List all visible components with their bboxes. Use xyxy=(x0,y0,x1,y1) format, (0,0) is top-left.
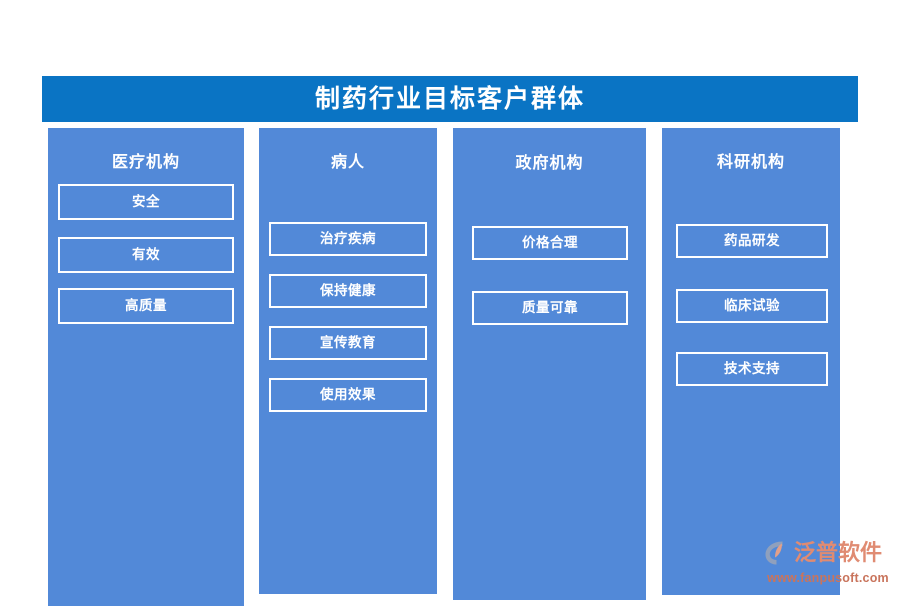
item-label: 保持健康 xyxy=(320,283,376,299)
item-box[interactable]: 高质量 xyxy=(58,288,234,324)
item-label: 临床试验 xyxy=(724,298,780,314)
column-title: 政府机构 xyxy=(515,155,584,172)
column-title: 医疗机构 xyxy=(111,154,180,171)
column-patients: 病人 治疗疾病 保持健康 宣传教育 使用效果 xyxy=(259,128,437,594)
item-label: 技术支持 xyxy=(724,361,780,377)
item-box[interactable]: 技术支持 xyxy=(676,352,828,386)
item-box[interactable]: 质量可靠 xyxy=(472,291,628,325)
item-label: 药品研发 xyxy=(724,233,780,249)
watermark-url: www.fanpusoft.com xyxy=(767,571,889,585)
item-label: 价格合理 xyxy=(522,235,578,251)
diagram-root: 制药行业目标客户群体 医疗机构 安全 有效 高质量 病人 治疗疾病 保持健康 xyxy=(42,76,858,606)
watermark-logo: 泛普软件 www.fanpusoft.com xyxy=(762,536,894,592)
item-box[interactable]: 治疗疾病 xyxy=(269,222,427,256)
item-box[interactable]: 价格合理 xyxy=(472,226,628,260)
watermark-brand-row: 泛普软件 xyxy=(762,536,894,570)
column-government-agencies: 政府机构 价格合理 质量可靠 xyxy=(453,128,646,600)
item-label: 治疗疾病 xyxy=(320,231,376,247)
watermark-brand-name: 泛普软件 xyxy=(794,540,883,565)
item-label: 安全 xyxy=(132,194,160,210)
column-title: 病人 xyxy=(330,154,365,171)
column-title: 科研机构 xyxy=(716,154,785,171)
item-box[interactable]: 临床试验 xyxy=(676,289,828,323)
item-box[interactable]: 安全 xyxy=(58,184,234,220)
item-label: 宣传教育 xyxy=(320,335,376,351)
item-label: 高质量 xyxy=(125,298,167,314)
item-box[interactable]: 保持健康 xyxy=(269,274,427,308)
item-box[interactable]: 使用效果 xyxy=(269,378,427,412)
item-box[interactable]: 有效 xyxy=(58,237,234,273)
item-label: 使用效果 xyxy=(320,387,376,403)
item-label: 质量可靠 xyxy=(522,300,578,316)
diagram-title-bar: 制药行业目标客户群体 xyxy=(42,76,858,122)
column-research-institutions: 科研机构 药品研发 临床试验 技术支持 xyxy=(662,128,840,595)
page-title: 制药行业目标客户群体 xyxy=(314,84,585,113)
item-box[interactable]: 宣传教育 xyxy=(269,326,427,360)
item-box[interactable]: 药品研发 xyxy=(676,224,828,258)
column-medical-institutions: 医疗机构 安全 有效 高质量 xyxy=(48,128,244,606)
item-label: 有效 xyxy=(132,247,160,263)
fanpu-logo-icon xyxy=(762,538,792,568)
